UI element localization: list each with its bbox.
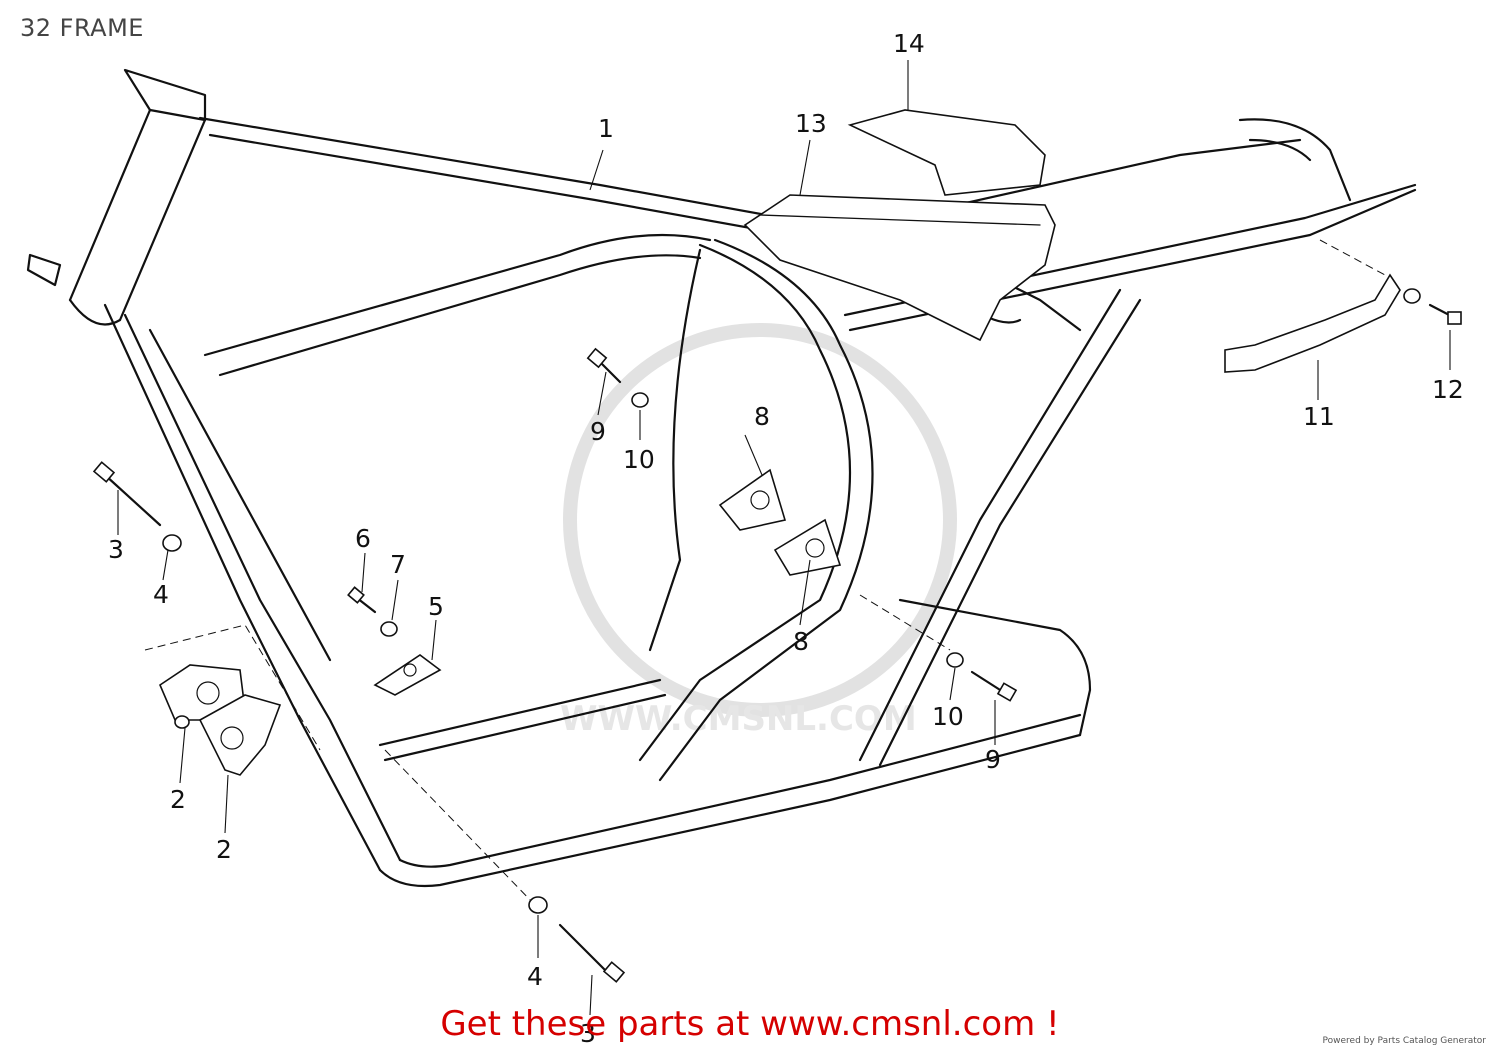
callout-6: 6 bbox=[355, 524, 371, 553]
callout-14: 14 bbox=[893, 29, 925, 58]
watermark: WWW.CMSNL.COM bbox=[560, 323, 957, 739]
callout-2: 2 bbox=[170, 785, 186, 814]
callout-4: 4 bbox=[527, 962, 543, 991]
page-title: 32 FRAME bbox=[20, 14, 144, 42]
callout-11: 11 bbox=[1303, 402, 1335, 431]
callout-10: 10 bbox=[623, 445, 655, 474]
callout-8: 8 bbox=[793, 627, 809, 656]
watermark-text: WWW.CMSNL.COM bbox=[560, 699, 917, 739]
callout-1: 1 bbox=[598, 114, 614, 143]
callout-10: 10 bbox=[932, 702, 964, 731]
grab-bar bbox=[1224, 273, 1401, 373]
fasteners bbox=[92, 288, 1462, 983]
callout-8: 8 bbox=[754, 402, 770, 431]
buy-parts-link[interactable]: Get these parts at www.cmsnl.com ! bbox=[440, 1004, 1060, 1044]
callout-3: 3 bbox=[108, 535, 124, 564]
callout-7: 7 bbox=[390, 550, 406, 579]
callout-5: 5 bbox=[428, 592, 444, 621]
callout-4: 4 bbox=[153, 580, 169, 609]
callout-2: 2 bbox=[216, 835, 232, 864]
callout-13: 13 bbox=[795, 109, 827, 138]
battery-box bbox=[743, 109, 1056, 342]
callout-9: 9 bbox=[590, 417, 606, 446]
callout-9: 9 bbox=[985, 745, 1001, 774]
leader-lines bbox=[117, 60, 1451, 1016]
generator-credit: Powered by Parts Catalog Generator bbox=[1322, 1036, 1486, 1046]
assembly-guides bbox=[144, 239, 1386, 906]
callout-labels: 1 14 13 12 11 9 10 8 8 3 4 6 7 5 2 2 10 … bbox=[108, 29, 1464, 1048]
callout-3: 3 bbox=[580, 1019, 596, 1048]
callout-12: 12 bbox=[1432, 375, 1464, 404]
head-tube bbox=[26, 68, 207, 326]
engine-mount-plates bbox=[159, 468, 842, 776]
